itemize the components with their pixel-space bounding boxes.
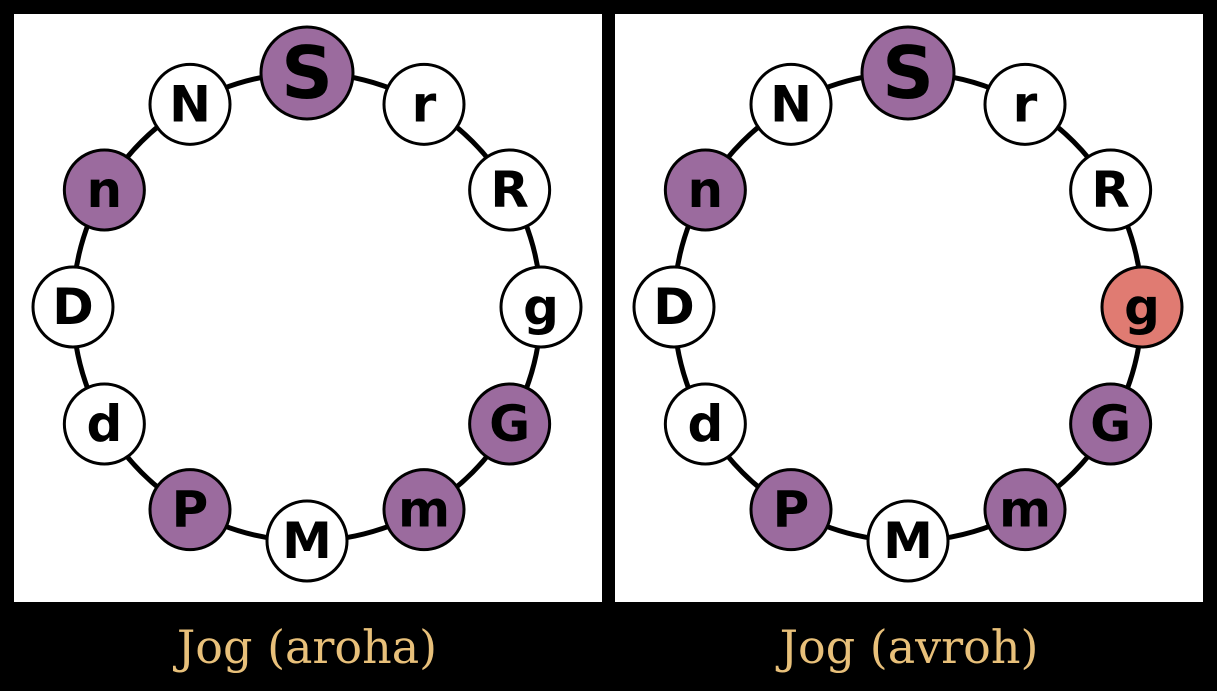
note-circle <box>983 468 1067 552</box>
note-circle <box>663 148 747 232</box>
note-node-D: D <box>31 265 115 349</box>
note-label: n <box>688 161 724 219</box>
caption-aroha: Jog (aroha) <box>176 620 438 674</box>
note-label: G <box>1090 395 1131 453</box>
note-label: D <box>52 278 94 336</box>
note-label: D <box>653 278 695 336</box>
note-node-d: d <box>663 382 747 466</box>
note-node-P: P <box>148 468 232 552</box>
note-circle <box>468 148 552 232</box>
note-circle <box>1100 265 1184 349</box>
note-circle <box>265 499 349 583</box>
circle-ring <box>70 70 544 544</box>
note-label: P <box>773 481 810 539</box>
note-node-G: G <box>1069 382 1153 466</box>
note-node-r: r <box>382 62 466 146</box>
note-node-S: S <box>860 25 956 121</box>
note-label: g <box>523 278 559 336</box>
note-circle <box>148 62 232 146</box>
note-circle <box>382 468 466 552</box>
note-label: m <box>999 481 1051 539</box>
note-circle <box>62 148 146 232</box>
note-node-g: g <box>499 265 583 349</box>
caption-avroh: Jog (avroh) <box>779 620 1039 674</box>
note-node-g: g <box>1100 265 1184 349</box>
note-circle <box>259 25 355 121</box>
note-circle <box>148 468 232 552</box>
note-node-M: M <box>265 499 349 583</box>
note-node-R: R <box>468 148 552 232</box>
note-node-N: N <box>148 62 232 146</box>
note-label: d <box>86 395 122 453</box>
note-label: d <box>687 395 723 453</box>
note-label: R <box>1091 161 1130 219</box>
note-node-m: m <box>983 468 1067 552</box>
note-circle <box>860 25 956 121</box>
note-circle <box>31 265 115 349</box>
note-circle <box>983 62 1067 146</box>
note-node-r: r <box>983 62 1067 146</box>
note-label: N <box>169 75 211 133</box>
note-circle <box>1069 382 1153 466</box>
note-node-n: n <box>62 148 146 232</box>
note-label: g <box>1124 278 1160 336</box>
note-label: G <box>489 395 530 453</box>
note-node-D: D <box>632 265 716 349</box>
note-node-M: M <box>866 499 950 583</box>
note-label: S <box>882 31 934 115</box>
note-label: M <box>282 512 332 570</box>
note-node-N: N <box>749 62 833 146</box>
note-circle <box>749 468 833 552</box>
note-label: M <box>883 512 933 570</box>
note-node-R: R <box>1069 148 1153 232</box>
note-label: r <box>412 75 437 133</box>
note-label: n <box>87 161 123 219</box>
note-circle <box>749 62 833 146</box>
note-node-m: m <box>382 468 466 552</box>
note-node-n: n <box>663 148 747 232</box>
note-circle <box>499 265 583 349</box>
circle-ring <box>671 70 1145 544</box>
note-label: S <box>281 31 333 115</box>
note-label: N <box>770 75 812 133</box>
note-circle <box>468 382 552 466</box>
note-circle <box>382 62 466 146</box>
note-label: r <box>1013 75 1038 133</box>
note-node-P: P <box>749 468 833 552</box>
note-circle <box>632 265 716 349</box>
note-node-G: G <box>468 382 552 466</box>
note-circle <box>1069 148 1153 232</box>
note-label: R <box>490 161 529 219</box>
note-circle <box>663 382 747 466</box>
note-circle <box>866 499 950 583</box>
note-label: m <box>398 481 450 539</box>
note-node-S: S <box>259 25 355 121</box>
note-circle <box>62 382 146 466</box>
note-node-d: d <box>62 382 146 466</box>
note-label: P <box>172 481 209 539</box>
